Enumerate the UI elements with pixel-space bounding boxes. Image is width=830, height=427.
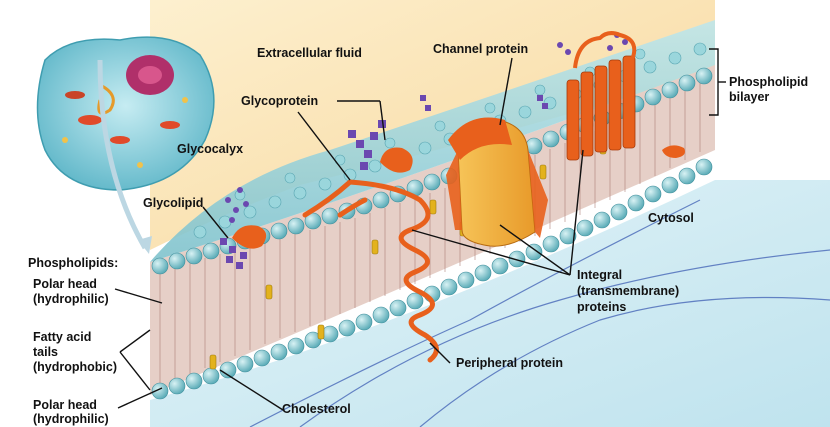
label-integral-1: Integral [577, 268, 623, 282]
label-cytosol: Cytosol [648, 211, 694, 225]
glycoprotein-coil [347, 179, 439, 363]
label-integral-3: proteins [577, 300, 627, 314]
label-fatty-acid-3: (hydrophobic) [33, 360, 118, 374]
peripheral-protein-cytosol [662, 145, 685, 158]
label-glycocalyx: Glycocalyx [177, 142, 244, 156]
label-polar-head-bottom-2: (hydrophilic) [33, 412, 109, 426]
label-extracellular-fluid: Extracellular fluid [257, 46, 362, 60]
label-cholesterol: Cholesterol [282, 402, 351, 416]
cytosol-region [150, 180, 830, 427]
label-phospholipid-bilayer-1: Phospholipid [729, 75, 809, 89]
channel-protein [446, 117, 548, 247]
cytoskeleton-filaments [249, 199, 830, 427]
label-polar-head-bottom-1: Polar head [33, 398, 97, 412]
label-glycolipid: Glycolipid [143, 196, 204, 210]
label-fatty-acid-2: tails [33, 345, 59, 359]
zoom-arrow [97, 59, 148, 250]
label-peripheral-protein: Peripheral protein [456, 356, 563, 370]
label-polar-head-top-1: Polar head [33, 277, 97, 291]
peripheral-protein-extracellular [232, 225, 267, 249]
transmembrane-protein [566, 31, 637, 161]
label-integral-2: (transmembrane) [577, 284, 680, 298]
label-phospholipids: Phospholipids: [28, 256, 119, 270]
label-phospholipid-bilayer-2: bilayer [729, 90, 770, 104]
glycoprotein-sugar [348, 32, 628, 170]
inner-head-row [151, 158, 713, 400]
leader-lines [114, 48, 726, 411]
label-polar-head-top-2: (hydrophilic) [33, 292, 109, 306]
peripheral-protein-top [380, 147, 413, 173]
label-glycoprotein: Glycoprotein [241, 94, 319, 108]
cell-illustration [36, 36, 215, 191]
glycolipid-sugar [220, 187, 249, 269]
label-channel-protein: Channel protein [433, 42, 529, 56]
label-fatty-acid-1: Fatty acid [33, 330, 92, 344]
